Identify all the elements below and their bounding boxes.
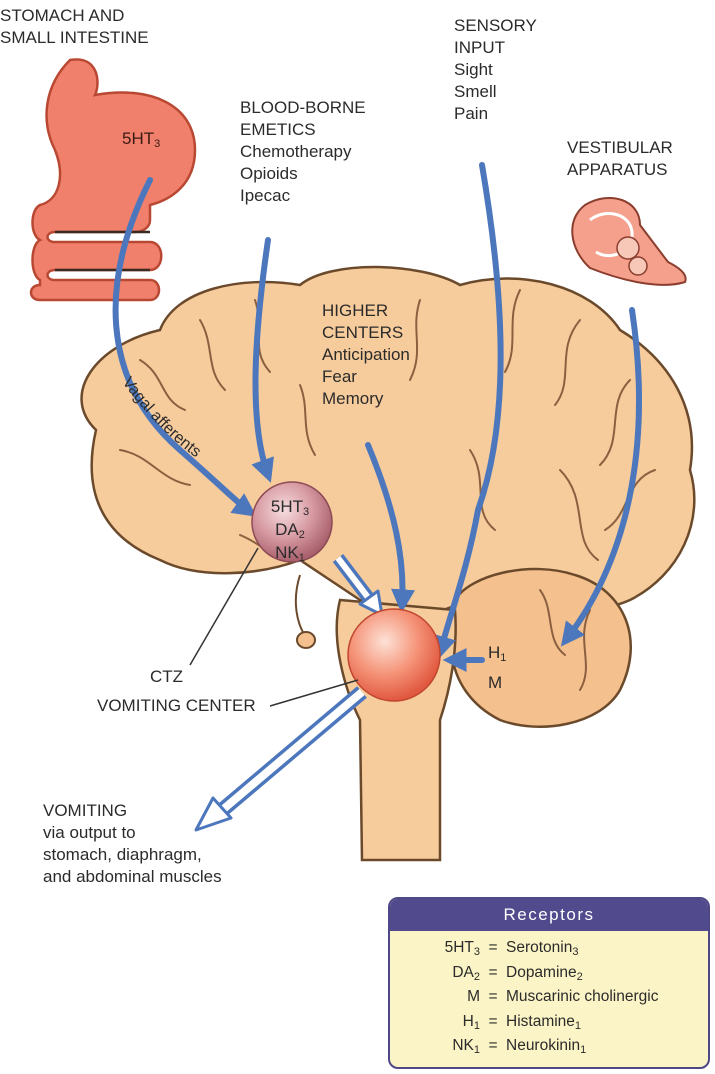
legend-row-neurokinin: NK1 = Neurokinin1 <box>390 1034 708 1059</box>
legend-title: Receptors <box>390 899 708 931</box>
stomach-label: STOMACH AND SMALL INTESTINE <box>0 5 149 49</box>
legend-row-muscarinic: M = Muscarinic cholinergic <box>390 985 708 1010</box>
vomiting-center-label: VOMITING CENTER <box>97 695 256 717</box>
ctz-receptors: 5HT3 DA2 NK1 <box>255 495 325 564</box>
vomiting-output-label: VOMITING via output to stomach, diaphrag… <box>43 800 222 888</box>
ctz-receptor-da2: DA2 <box>255 518 325 541</box>
ctz-label: CTZ <box>150 666 183 688</box>
vestibular-label: VESTIBULAR APPARATUS <box>567 137 673 181</box>
legend-row-serotonin: 5HT3 = Serotonin3 <box>390 936 708 961</box>
vestibular-receptors: H1 M <box>488 638 506 698</box>
hollow-arrows <box>196 558 382 830</box>
pituitary-gland <box>297 632 315 648</box>
ctz-receptor-nk1: NK1 <box>255 541 325 564</box>
receptor-m: M <box>488 668 506 698</box>
vomiting-center-circle <box>348 609 440 701</box>
receptors-legend: Receptors 5HT3 = Serotonin3 DA2 = Dopami… <box>388 897 710 1069</box>
sensory-input-label: SENSORY INPUT Sight Smell Pain <box>454 15 537 125</box>
ctz-receptor-5ht3: 5HT3 <box>255 495 325 518</box>
pituitary <box>296 575 308 640</box>
higher-centers-label: HIGHER CENTERS Anticipation Fear Memory <box>322 300 410 410</box>
legend-row-histamine: H1 = Histamine1 <box>390 1010 708 1035</box>
vestibular-illustration <box>572 198 685 285</box>
legend-row-dopamine: DA2 = Dopamine2 <box>390 961 708 986</box>
stomach-receptor-label: 5HT3 <box>122 128 160 150</box>
receptor-h1: H1 <box>488 638 506 668</box>
blood-borne-label: BLOOD-BORNE EMETICS Chemotherapy Opioids… <box>240 97 366 207</box>
stomach-illustration <box>31 59 195 300</box>
